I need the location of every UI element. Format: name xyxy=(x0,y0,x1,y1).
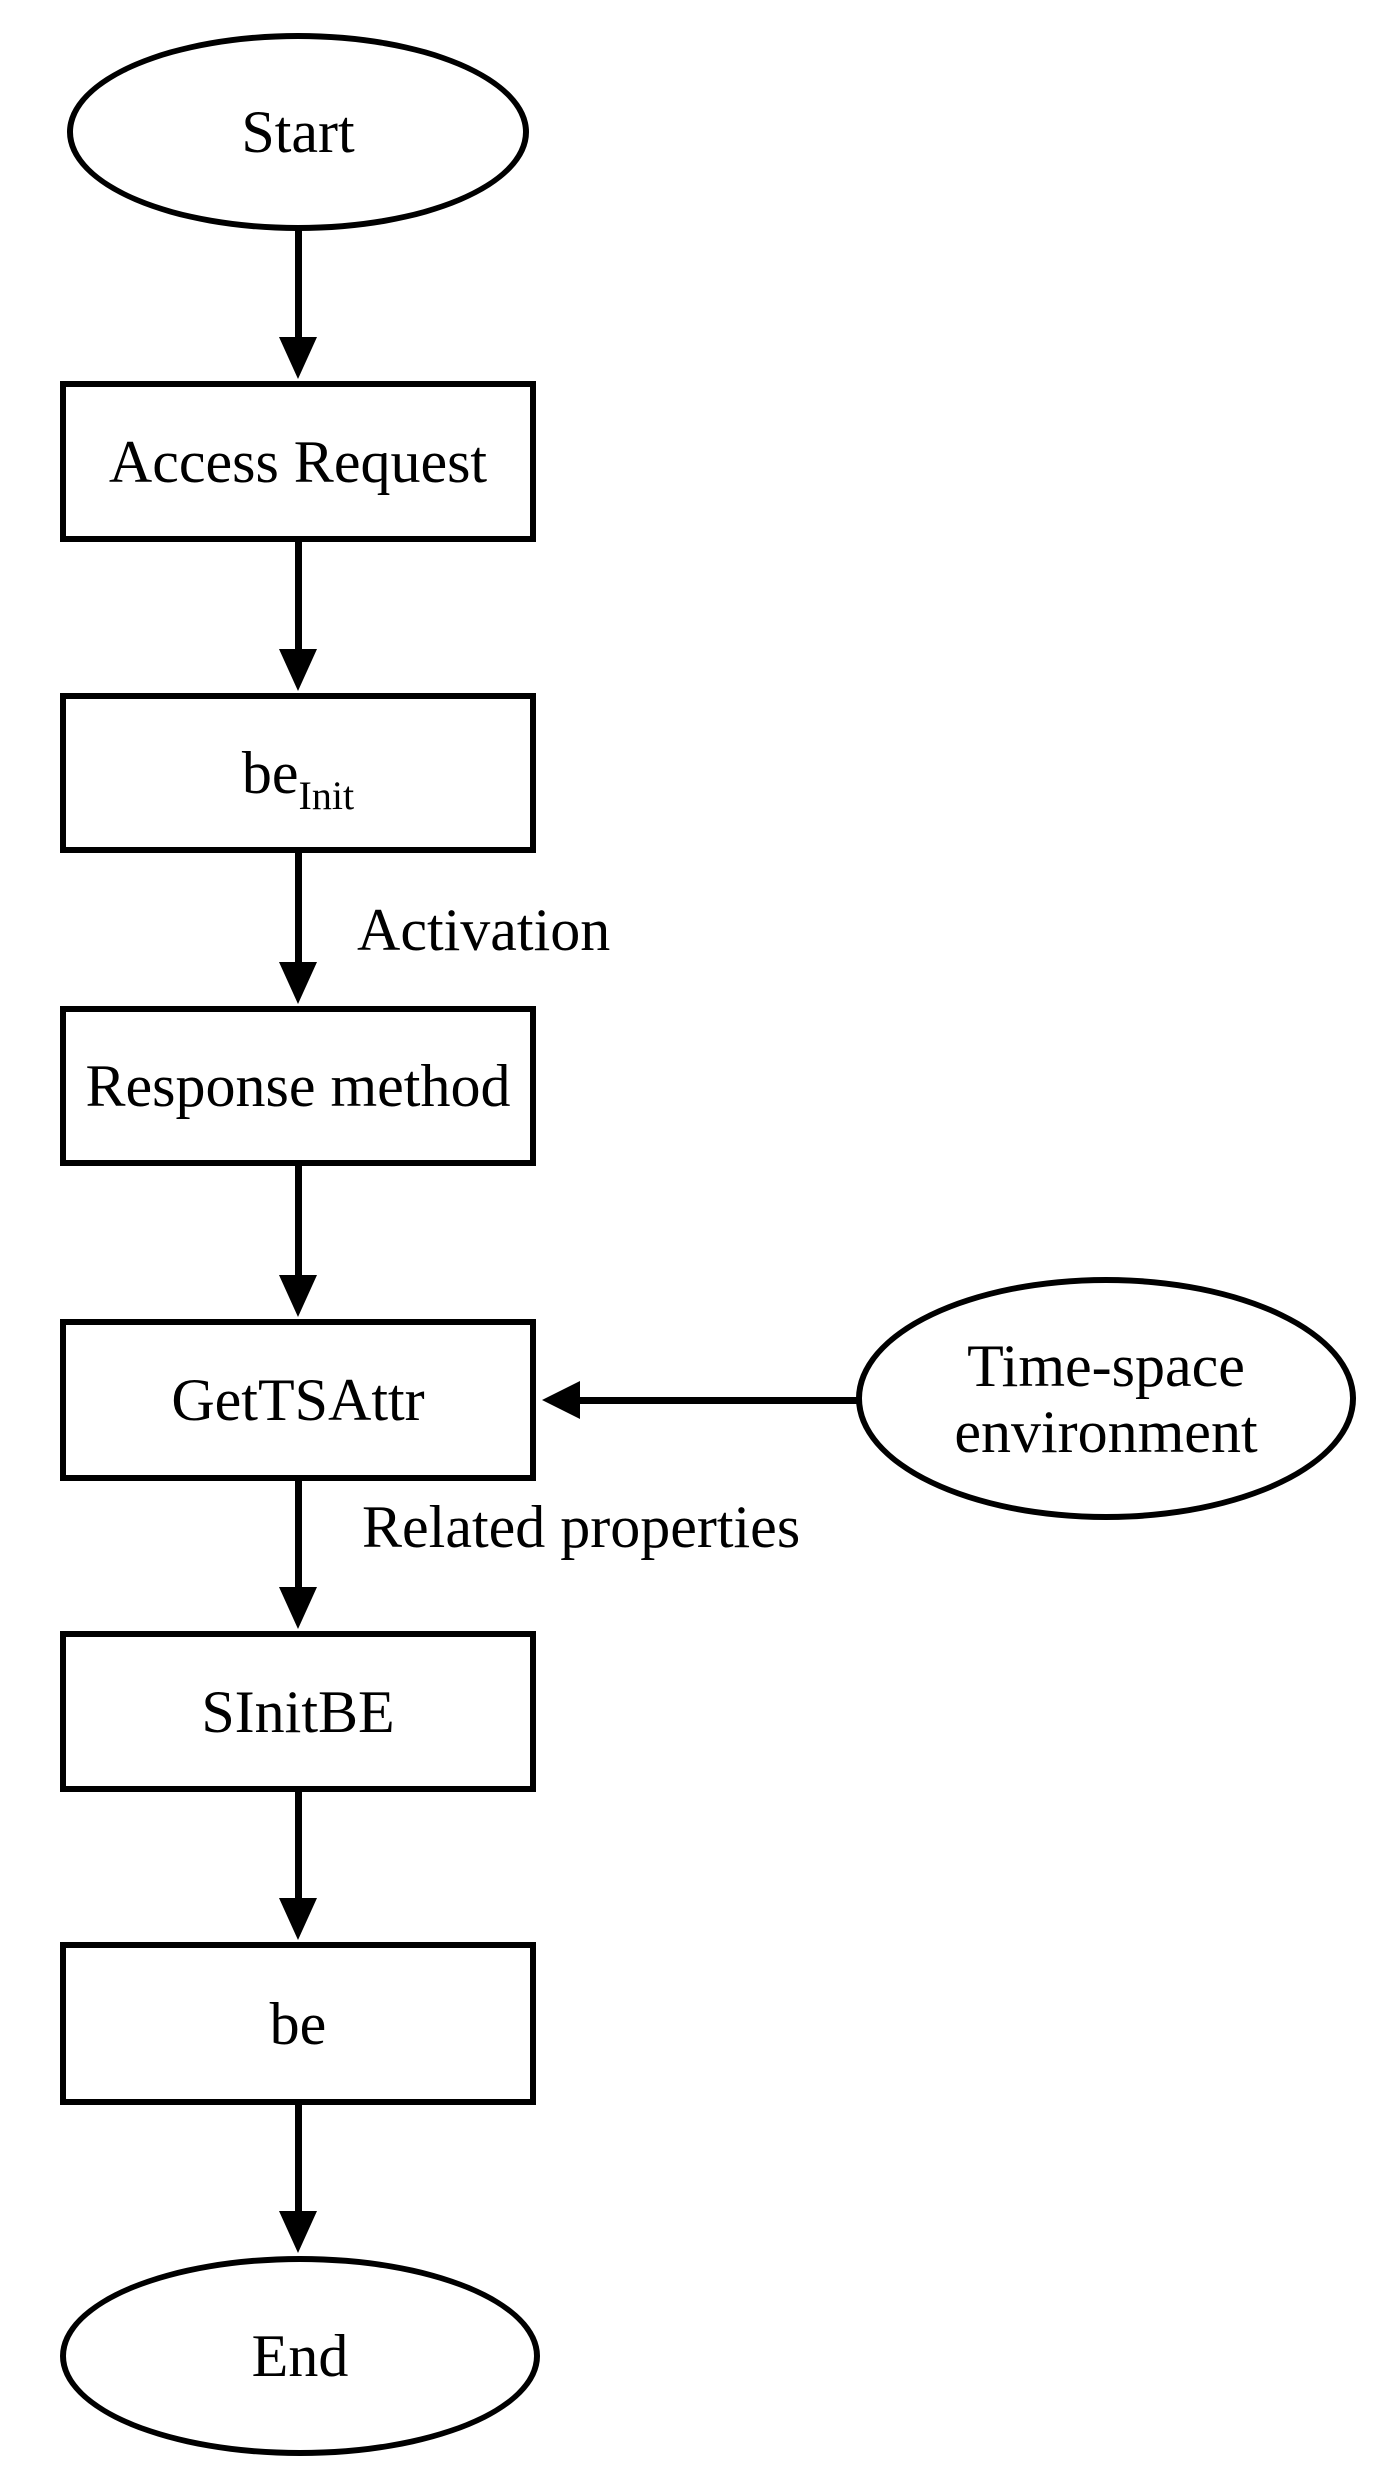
response-method-label: Response method xyxy=(85,1053,511,1119)
be-label: be xyxy=(269,1990,327,2057)
s-init-be-label: SInitBE xyxy=(201,1678,395,1745)
edge-sinitbe-to-be-line xyxy=(295,1792,302,1899)
time-space-environment-label: Time-space environment xyxy=(954,1332,1258,1465)
edge-sinitbe-to-be-arrowhead-icon xyxy=(279,1898,317,1940)
start-node: Start xyxy=(67,33,529,231)
edge-start-to-access-request-arrowhead-icon xyxy=(279,337,317,379)
be-init-label-subscript: Init xyxy=(298,773,355,818)
edge-gettsattr-to-sinitbe-line xyxy=(295,1481,302,1588)
edge-gettsattr-to-sinitbe-arrowhead-icon xyxy=(279,1587,317,1629)
related-properties-edge-label: Related properties xyxy=(362,1494,801,1560)
be-node: be xyxy=(60,1942,536,2105)
end-node: End xyxy=(60,2256,540,2456)
access-request-node: Access Request xyxy=(60,381,536,542)
edge-timespace-to-gettsattr-line xyxy=(578,1397,860,1404)
edge-response-method-to-gettsattr-line xyxy=(295,1166,302,1276)
access-request-label: Access Request xyxy=(108,428,488,495)
edge-beinit-to-response-method-line xyxy=(295,853,302,963)
get-ts-attr-label: GetTSAttr xyxy=(171,1367,425,1433)
s-init-be-node: SInitBE xyxy=(60,1631,536,1792)
edge-start-to-access-request-line xyxy=(295,228,302,338)
be-init-label: beInit xyxy=(241,740,354,816)
time-space-environment-node: Time-space environment xyxy=(856,1277,1356,1520)
edge-beinit-to-response-method-arrowhead-icon xyxy=(279,962,317,1004)
be-init-node: beInit xyxy=(60,693,536,853)
edge-response-method-to-gettsattr-arrowhead-icon xyxy=(279,1275,317,1317)
activation-edge-label: Activation xyxy=(357,897,611,963)
edge-be-to-end-line xyxy=(295,2105,302,2212)
start-label: Start xyxy=(241,99,355,165)
end-label: End xyxy=(251,2323,349,2389)
edge-be-to-end-arrowhead-icon xyxy=(279,2211,317,2253)
response-method-node: Response method xyxy=(60,1006,536,1166)
edge-timespace-to-gettsattr-arrowhead-icon xyxy=(542,1381,580,1419)
get-ts-attr-node: GetTSAttr xyxy=(60,1319,536,1481)
edge-access-request-to-beinit-arrowhead-icon xyxy=(279,649,317,691)
be-init-label-base: be xyxy=(241,740,299,806)
edge-access-request-to-beinit-line xyxy=(295,542,302,650)
